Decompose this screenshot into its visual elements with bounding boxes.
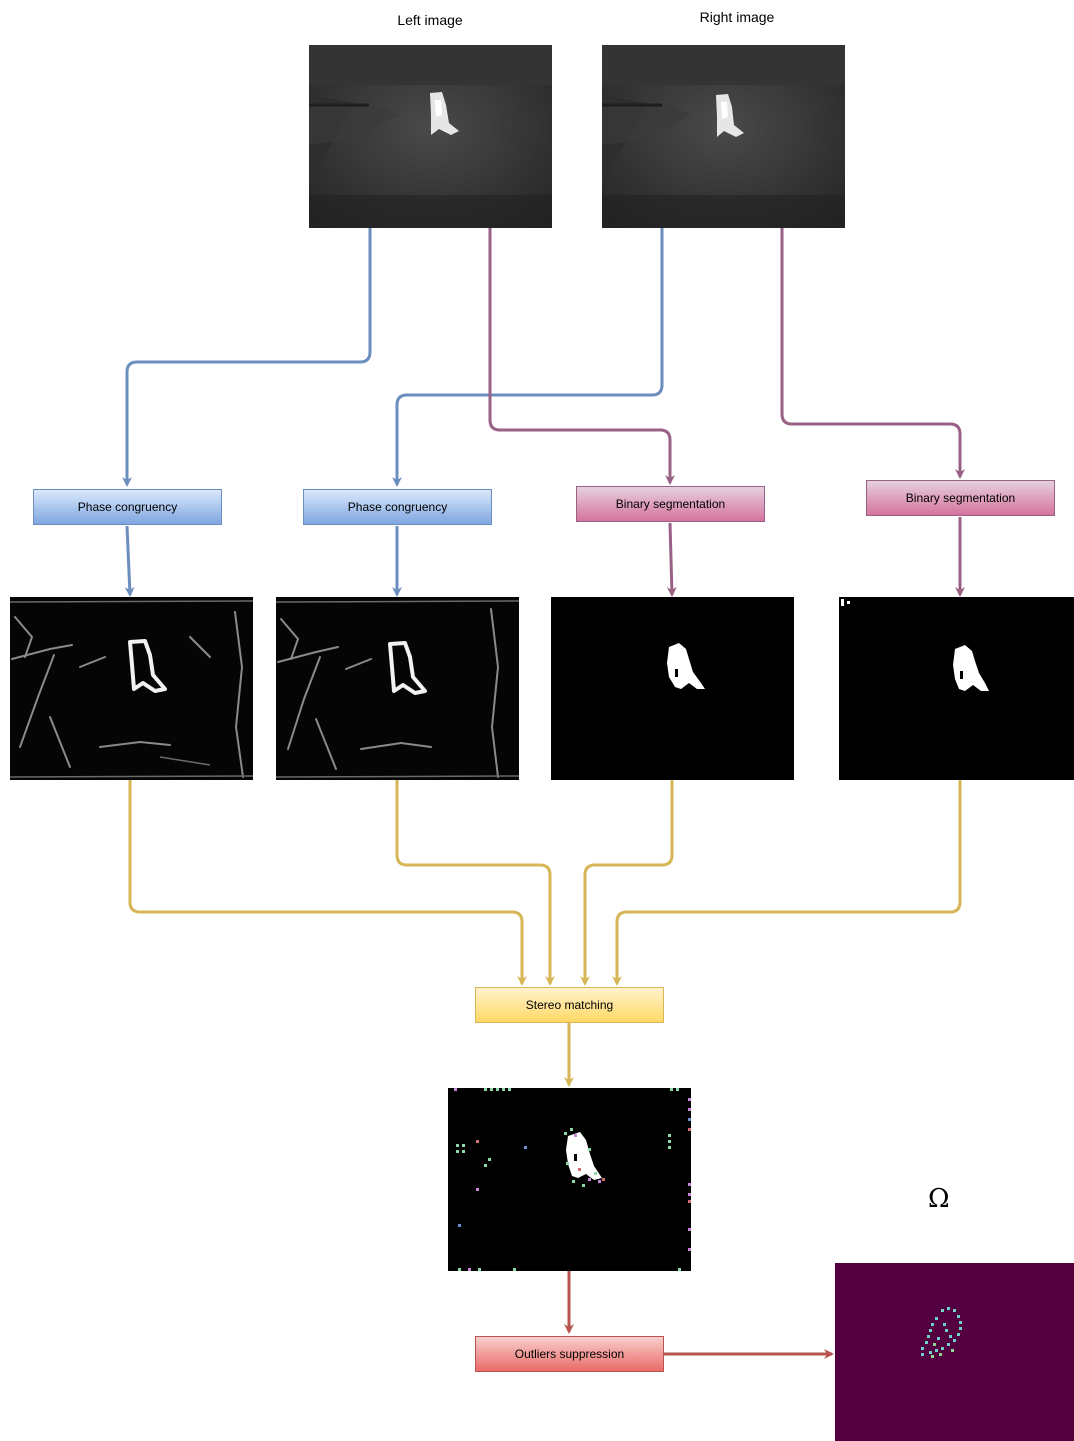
arrow-left-to-seg-1 xyxy=(488,228,675,485)
arrow-seg-1-to-mask xyxy=(666,522,677,597)
arrow-left-to-phase-1 xyxy=(122,228,372,487)
disparity-map xyxy=(448,1088,691,1271)
arrow-mask-2-to-stereo xyxy=(612,780,962,986)
right-image-title: Right image xyxy=(699,9,775,25)
binary-mask-right xyxy=(839,597,1074,780)
phase-congruency-map-right xyxy=(276,597,519,780)
phase-congruency-right-box: Phase congruency xyxy=(303,489,492,525)
filtered-point-cloud xyxy=(835,1263,1074,1441)
phase-congruency-map-left xyxy=(10,597,253,780)
arrow-phase-1-to-map xyxy=(124,525,135,597)
left-thermal-image xyxy=(309,45,552,228)
stereo-matching-box: Stereo matching xyxy=(475,987,664,1023)
outliers-suppression-box: Outliers suppression xyxy=(475,1336,664,1372)
binary-mask-left xyxy=(551,597,794,780)
omega-symbol: Ω xyxy=(928,1184,950,1214)
binary-segmentation-left-box: Binary segmentation xyxy=(576,486,765,522)
phase-congruency-left-box: Phase congruency xyxy=(33,489,222,525)
arrow-right-to-seg-2 xyxy=(780,228,965,479)
arrow-map-1-to-stereo xyxy=(128,780,527,986)
left-image-title: Left image xyxy=(397,12,463,28)
binary-segmentation-right-box: Binary segmentation xyxy=(866,480,1055,516)
arrow-mask-1-to-stereo xyxy=(580,780,674,986)
arrow-right-to-phase-2 xyxy=(392,228,664,487)
right-thermal-image xyxy=(602,45,845,228)
arrow-map-2-to-stereo xyxy=(395,780,555,986)
